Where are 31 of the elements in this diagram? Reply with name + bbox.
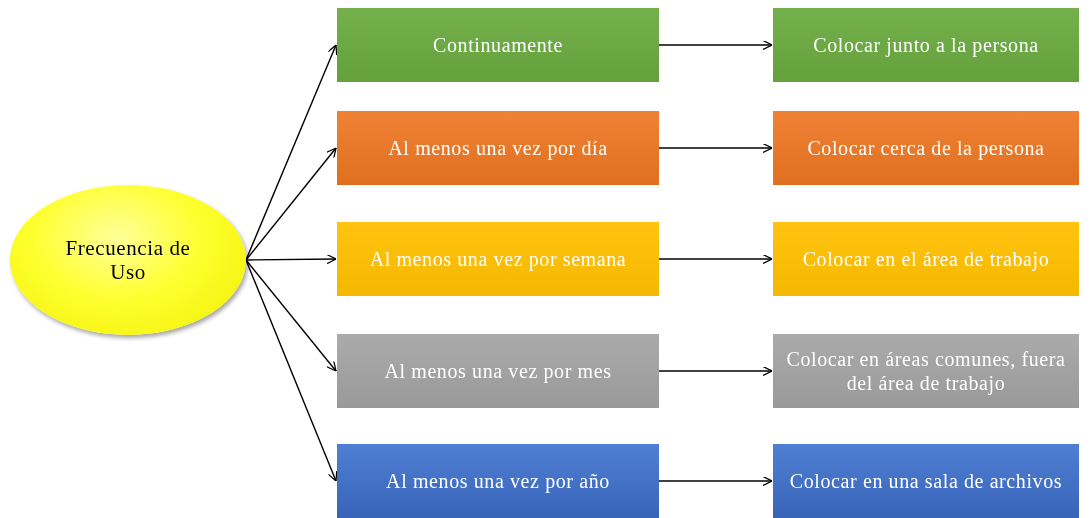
node-label: Colocar en una sala de archivos	[789, 469, 1063, 493]
arrow	[245, 259, 337, 372]
node-label: Frecuencia de Uso	[64, 236, 192, 284]
arrow	[245, 253, 337, 265]
arrow	[245, 44, 338, 261]
arrow	[658, 39, 773, 51]
process-box	[337, 111, 659, 185]
node-label: Colocar junto a la persona	[813, 33, 1039, 57]
process-box	[337, 334, 659, 408]
arrow	[658, 142, 773, 154]
node-label: Continuamente	[433, 33, 563, 57]
arrow	[658, 475, 773, 487]
arrow	[658, 365, 773, 377]
process-box	[773, 8, 1079, 82]
node-label: Colocar cerca de la persona	[807, 136, 1045, 160]
node-label: Al menos una vez por mes	[384, 359, 612, 383]
node-label: Colocar en el área de trabajo	[802, 247, 1050, 271]
process-box	[773, 444, 1079, 518]
node-label: Al menos una vez por semana	[369, 247, 627, 271]
arrow	[658, 253, 773, 265]
node-label: Al menos una vez por día	[388, 136, 608, 160]
process-box	[337, 444, 659, 518]
arrow	[245, 147, 337, 261]
process-box	[773, 111, 1079, 185]
node-label: Colocar en áreas comunes, fuera del área de trabajo	[785, 347, 1067, 395]
process-box	[773, 222, 1079, 296]
arrow	[245, 259, 338, 482]
process-box	[337, 8, 659, 82]
process-box	[337, 222, 659, 296]
process-box	[773, 334, 1079, 408]
node-label: Al menos una vez por año	[386, 469, 610, 493]
